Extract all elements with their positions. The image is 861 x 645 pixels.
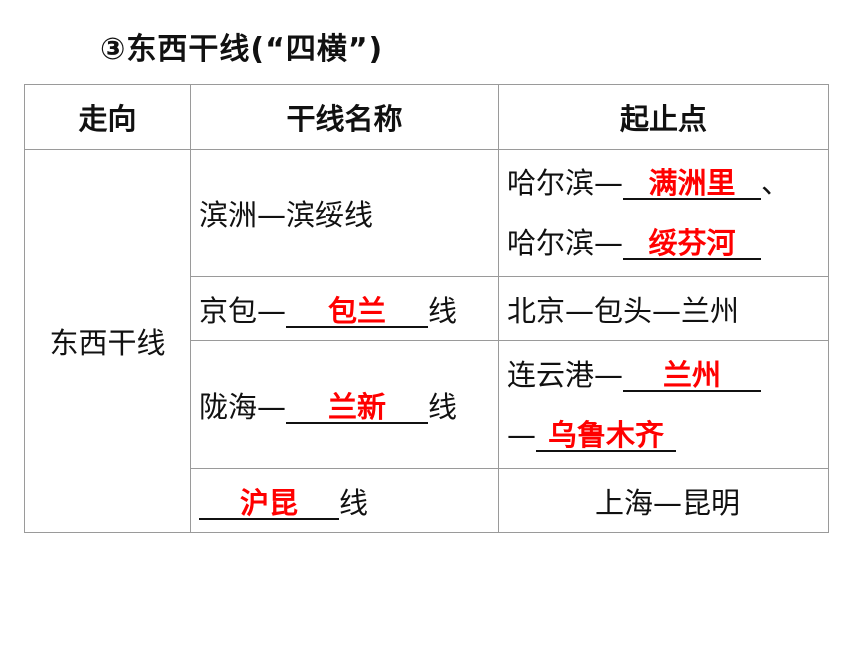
answer-blank: 兰新 (286, 389, 429, 424)
line-name-prefix: 京包— (199, 293, 287, 328)
answer-text: 沪昆 (239, 485, 298, 520)
endpoints-cell: 连云港— 兰州 — 乌鲁木齐 (498, 340, 829, 469)
endpoints-cell: 哈尔滨— 满洲里、 哈尔滨— 绥芬河 (498, 149, 829, 277)
route-line: 哈尔滨— 绥芬河 (507, 213, 828, 273)
route-suffix: 、 (761, 166, 791, 200)
table-header-row: 走向 干线名称 起止点 (24, 84, 829, 150)
line-name-cell: 滨洲—滨绥线 (190, 149, 499, 277)
endpoints-cell: 上海—昆明 (498, 468, 829, 533)
table-row: 沪昆 线 上海—昆明 (25, 468, 829, 533)
section-title: ③东西干线(“四横”) (100, 32, 384, 67)
header-line-name: 干线名称 (190, 84, 499, 150)
answer-blank: 包兰 (286, 293, 429, 328)
answer-blank: 绥芬河 (623, 226, 762, 261)
route-text: 北京—包头—兰州 (507, 293, 740, 328)
table-row: 东西干线 滨洲—滨绥线 哈尔滨— 满洲里、 哈尔滨— 绥芬河 (24, 149, 829, 533)
railway-lines-table: 走向 干线名称 起止点 东西干线 滨洲—滨绥线 哈尔滨— 满洲里、 哈尔滨— 绥芬河… (24, 84, 829, 533)
route-prefix: 哈尔滨— (507, 226, 624, 260)
answer-text: 兰新 (328, 389, 387, 424)
endpoints-cell: 北京—包头—兰州 (498, 276, 829, 341)
table-row: 京包— 包兰 线 北京—包头—兰州 (25, 276, 829, 341)
line-name-cell: 陇海— 兰新 线 (190, 340, 499, 469)
route-prefix: 哈尔滨— (507, 166, 624, 200)
line-name-cell: 京包— 包兰 线 (190, 276, 499, 341)
answer-text: 包兰 (328, 293, 387, 328)
route-text: 上海—昆明 (594, 485, 740, 520)
route-prefix: — (507, 417, 536, 452)
line-name-text: 滨洲—滨绥线 (199, 198, 374, 232)
line-name-suffix: 线 (339, 485, 369, 520)
direction-cell: 东西干线 (24, 149, 191, 533)
answer-text: 兰州 (663, 357, 722, 392)
answer-text: 绥芬河 (648, 226, 736, 260)
route-line: 哈尔滨— 满洲里、 (507, 153, 828, 213)
answer-text: 乌鲁木齐 (547, 417, 664, 452)
header-direction: 走向 (24, 84, 191, 150)
route-line: — 乌鲁木齐 (507, 405, 828, 465)
direction-label: 东西干线 (49, 326, 166, 360)
line-name-suffix: 线 (428, 293, 458, 328)
route-prefix: 连云港— (507, 357, 624, 392)
answer-text: 满洲里 (648, 166, 736, 200)
line-name-suffix: 线 (428, 389, 458, 424)
answer-blank: 满洲里 (623, 166, 762, 201)
answer-blank: 沪昆 (199, 485, 339, 520)
line-name-cell: 沪昆 线 (190, 468, 499, 533)
line-name-prefix: 陇海— (199, 389, 287, 424)
answer-blank: 乌鲁木齐 (536, 417, 676, 452)
table-row: 陇海— 兰新 线 连云港— 兰州 — 乌鲁木齐 (25, 340, 829, 469)
answer-blank: 兰州 (623, 357, 762, 392)
route-line: 连云港— 兰州 (507, 345, 828, 405)
header-endpoints: 起止点 (498, 84, 829, 150)
